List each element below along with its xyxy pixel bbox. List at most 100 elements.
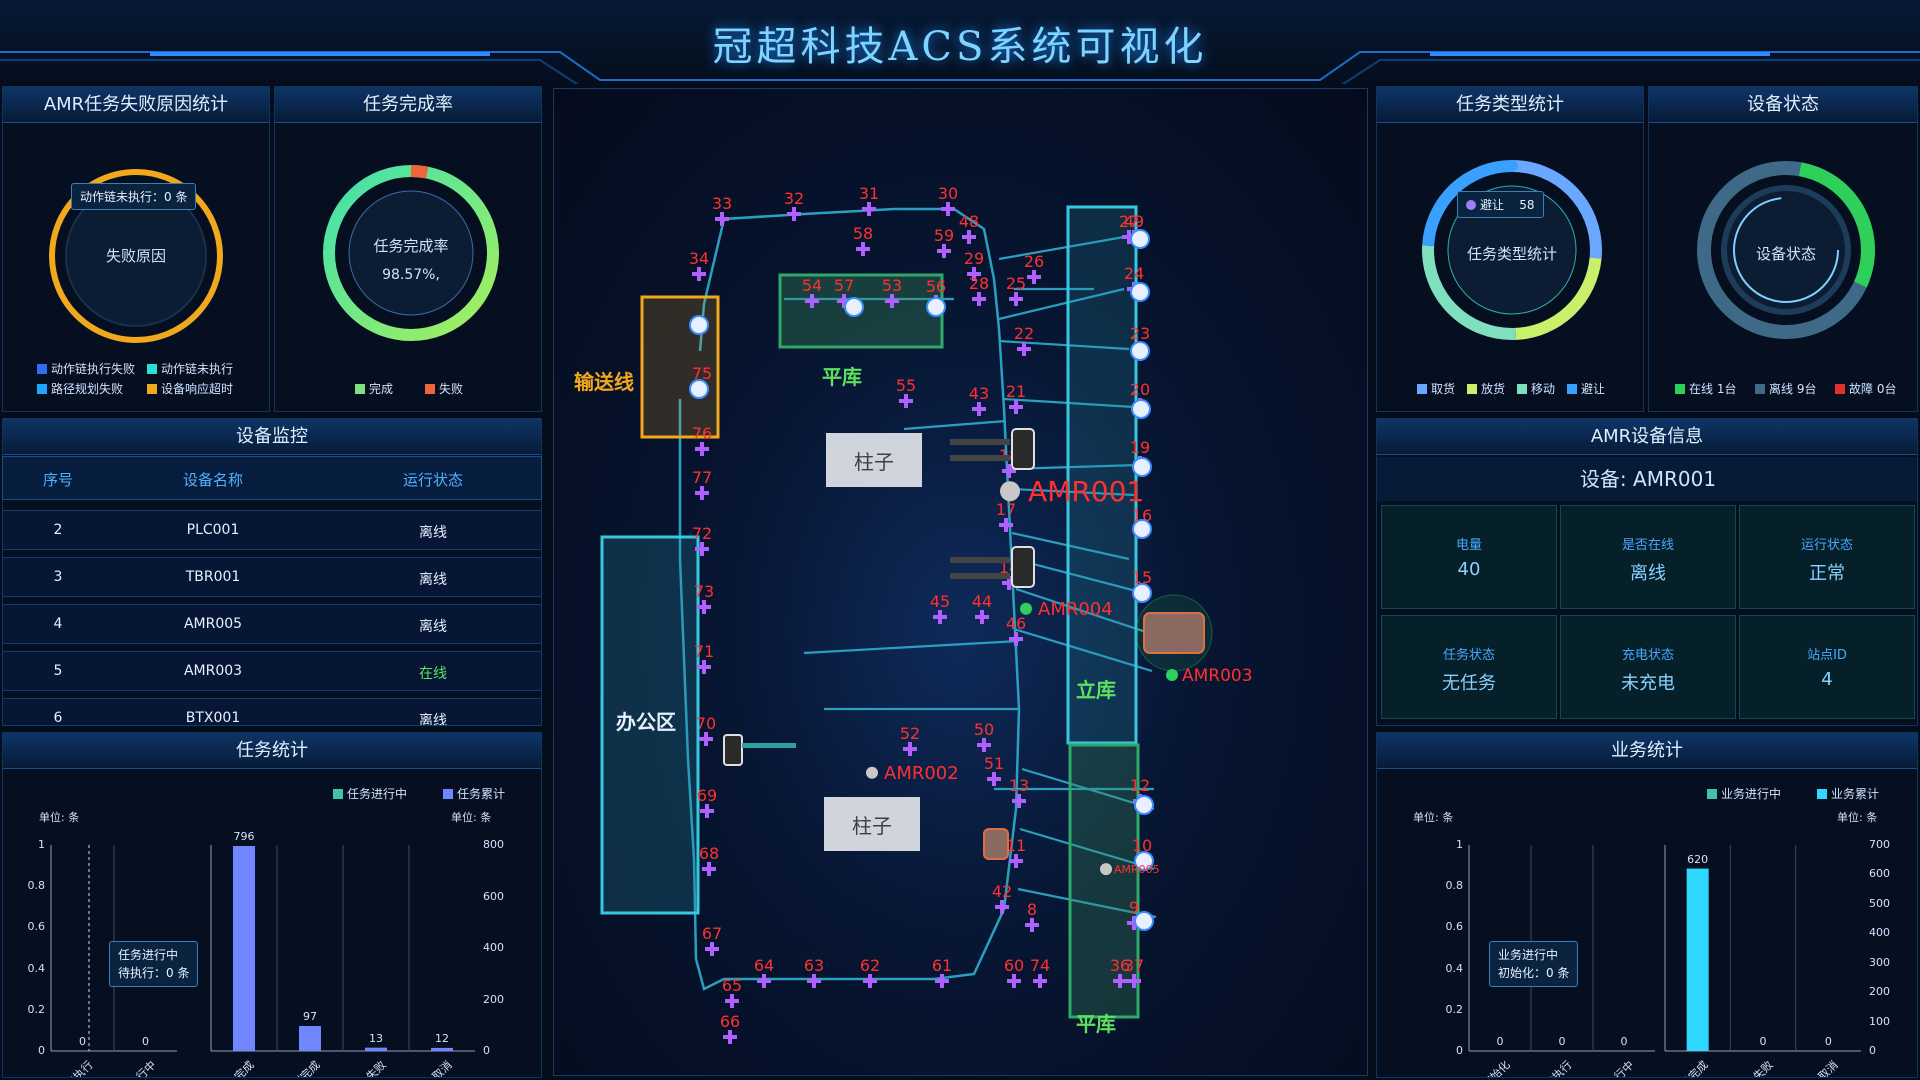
- map-node-60[interactable]: 60: [1004, 956, 1024, 988]
- map-node-28[interactable]: 28: [969, 274, 989, 306]
- map-node-52[interactable]: 52: [900, 724, 920, 756]
- map-node-59[interactable]: 59: [934, 226, 954, 258]
- map-zone[interactable]: [600, 535, 700, 915]
- map-node-67[interactable]: 67: [702, 924, 722, 956]
- bar-自动完成[interactable]: [233, 846, 255, 1051]
- type-legend-2[interactable]: 移动: [1517, 380, 1555, 397]
- bar-取消[interactable]: [431, 1047, 453, 1051]
- state-legend-1[interactable]: 离线 9台: [1755, 380, 1816, 397]
- station-icon[interactable]: [689, 315, 709, 335]
- map-node-46[interactable]: 46: [1006, 614, 1026, 646]
- map-node-61[interactable]: 61: [932, 956, 952, 988]
- map-node-76[interactable]: 76: [692, 424, 712, 456]
- station-icon[interactable]: [1130, 341, 1150, 361]
- type-legend-3[interactable]: 避让: [1567, 380, 1605, 397]
- station-icon[interactable]: [926, 297, 946, 317]
- map-node-42[interactable]: 42: [992, 882, 1012, 914]
- robot-amr002[interactable]: AMR002: [723, 734, 959, 784]
- station-icon[interactable]: [1132, 519, 1152, 539]
- map-zone[interactable]: [1068, 743, 1140, 1019]
- bar-失败[interactable]: [365, 1047, 387, 1051]
- map-node-22[interactable]: 22: [1014, 324, 1034, 356]
- station-icon[interactable]: [1131, 399, 1151, 419]
- map-node-53[interactable]: 53: [882, 276, 902, 308]
- fail-legend-1[interactable]: 动作链未执行: [147, 360, 233, 377]
- biz-legend-1[interactable]: 业务累计: [1817, 785, 1879, 802]
- completion-legend-1[interactable]: 失败: [425, 380, 463, 397]
- station-icon[interactable]: [1134, 911, 1154, 931]
- map-node-48[interactable]: 48: [959, 212, 979, 244]
- map-node-32[interactable]: 32: [784, 189, 804, 221]
- map-node-34[interactable]: 34: [689, 249, 709, 281]
- device-state-donut[interactable]: [1693, 157, 1879, 343]
- bar-已完成[interactable]: [1686, 868, 1709, 1051]
- map-node-69[interactable]: 69: [697, 786, 717, 818]
- type-legend-0[interactable]: 取货: [1417, 380, 1455, 397]
- map-node-51[interactable]: 51: [984, 754, 1004, 786]
- completion-legend-0[interactable]: 完成: [355, 380, 393, 397]
- map-node-8[interactable]: 8: [1025, 900, 1039, 932]
- map-node-44[interactable]: 44: [972, 592, 992, 624]
- map-node-72[interactable]: 72: [692, 524, 712, 556]
- station-icon[interactable]: [1134, 795, 1154, 815]
- map-node-37[interactable]: 37: [1124, 956, 1144, 988]
- map-node-58[interactable]: 58: [853, 224, 873, 256]
- map-node-50[interactable]: 50: [974, 720, 994, 752]
- map-node-36[interactable]: 36: [1110, 956, 1130, 988]
- map-node-26[interactable]: 26: [1024, 252, 1044, 284]
- station-icon[interactable]: [1130, 282, 1150, 302]
- map-node-73[interactable]: 73: [694, 582, 714, 614]
- completion-donut[interactable]: [319, 161, 503, 345]
- biz-legend-0[interactable]: 业务进行中: [1707, 785, 1781, 802]
- map-node-29[interactable]: 29: [964, 249, 984, 281]
- fail-legend-2[interactable]: 路径规划失败: [37, 380, 123, 397]
- map-node-33[interactable]: 33: [712, 194, 732, 226]
- map-node-74[interactable]: 74: [1030, 956, 1050, 988]
- fail-legend-3[interactable]: 设备响应超时: [147, 380, 233, 397]
- station-icon[interactable]: [1132, 583, 1152, 603]
- robot-amr004[interactable]: AMR004: [950, 546, 1113, 620]
- map-node-13[interactable]: 13: [1009, 776, 1029, 808]
- map-node-31[interactable]: 31: [859, 184, 879, 216]
- state-legend-2[interactable]: 故障 0台: [1835, 380, 1896, 397]
- station-icon[interactable]: [1130, 229, 1150, 249]
- map-node-77[interactable]: 77: [692, 468, 712, 500]
- station-icon[interactable]: [1134, 851, 1154, 871]
- map-node-43[interactable]: 43: [969, 384, 989, 416]
- map-node-17[interactable]: 17: [996, 500, 1016, 532]
- map-node-55[interactable]: 55: [896, 376, 916, 408]
- map-node-64[interactable]: 64: [754, 956, 774, 988]
- fail-legend-0[interactable]: 动作链执行失败: [37, 360, 135, 377]
- map-node-68[interactable]: 68: [699, 844, 719, 876]
- map-node-25[interactable]: 25: [1006, 274, 1026, 306]
- map-node-65[interactable]: 65: [722, 976, 742, 1008]
- robot-amr003[interactable]: AMR003: [1135, 594, 1253, 686]
- type-legend-1[interactable]: 放货: [1467, 380, 1505, 397]
- map-node-63[interactable]: 63: [804, 956, 824, 988]
- fail-reason-donut[interactable]: [43, 163, 229, 349]
- station-icon[interactable]: [689, 379, 709, 399]
- robot-amr001[interactable]: AMR001: [950, 428, 1144, 508]
- map-node-11[interactable]: 11: [1006, 836, 1026, 868]
- task-legend-1[interactable]: 任务累计: [443, 785, 505, 802]
- map-node-45[interactable]: 45: [930, 592, 950, 624]
- state-legend-0[interactable]: 在线 1台: [1675, 380, 1736, 397]
- map-node-70[interactable]: 70: [696, 714, 716, 746]
- map-node-21[interactable]: 21: [1006, 382, 1026, 414]
- map-node-30[interactable]: 30: [938, 184, 958, 216]
- map-node-62[interactable]: 62: [860, 956, 880, 988]
- station-icon[interactable]: [1132, 457, 1152, 477]
- map-node-66[interactable]: 66: [720, 1012, 740, 1044]
- robot-amr005[interactable]: AMR005: [983, 828, 1160, 876]
- map-node-71[interactable]: 71: [694, 642, 714, 674]
- map-node-54[interactable]: 54: [802, 276, 822, 308]
- station-icon[interactable]: [844, 297, 864, 317]
- bar-强制完成[interactable]: [299, 1026, 321, 1051]
- task-legend-0[interactable]: 任务进行中: [333, 785, 407, 802]
